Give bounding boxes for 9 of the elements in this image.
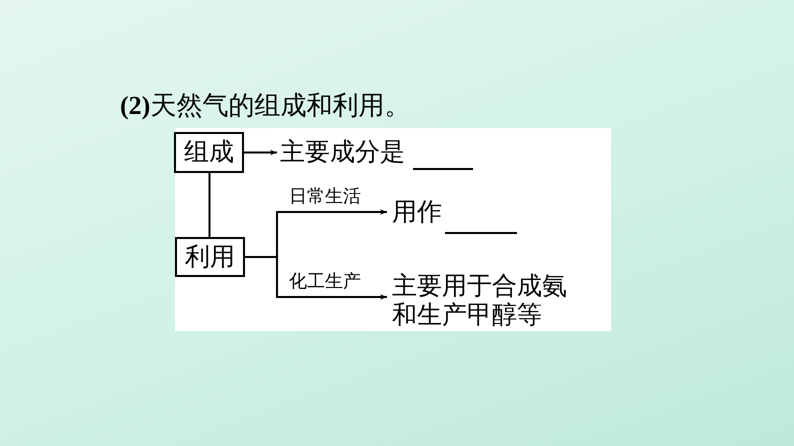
process-box: 组成 bbox=[174, 132, 244, 173]
edge-label: 日常生活 bbox=[289, 188, 361, 206]
result-text: 主要成分是 bbox=[280, 138, 415, 170]
arrow bbox=[244, 150, 277, 156]
result-text: 用作 bbox=[392, 198, 447, 230]
edge-label: 化工生产 bbox=[289, 273, 361, 291]
title: (2)天然气的组成和利用。 bbox=[120, 90, 410, 123]
process-box: 利用 bbox=[175, 237, 245, 277]
result-text: 主要用于合成氨和生产甲醇等 bbox=[392, 272, 577, 334]
